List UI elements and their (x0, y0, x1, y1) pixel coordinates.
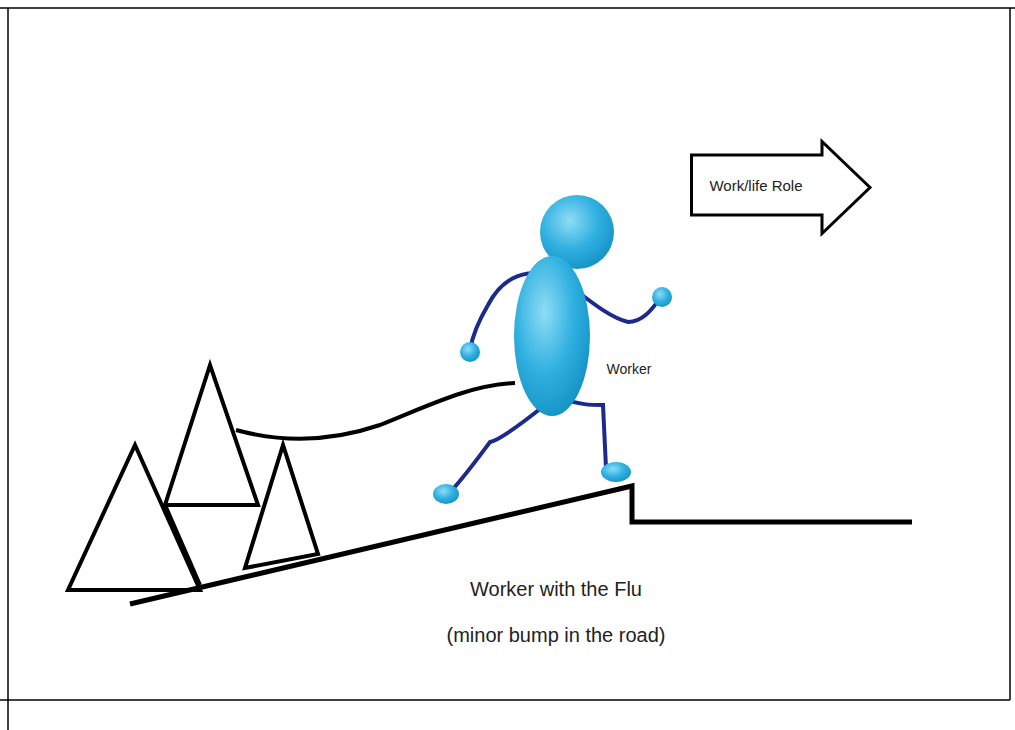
triangle-obstacle (245, 445, 318, 568)
frame-line (0, 699, 1010, 701)
right-arm (578, 292, 660, 322)
right-hand (652, 287, 672, 307)
left-foot (433, 484, 459, 504)
node-text: Work/life Role (690, 155, 822, 215)
node-text: Worker (596, 359, 662, 379)
triangle-obstacle (165, 365, 258, 505)
caption-label: (minor bump in the road) (356, 624, 756, 647)
block-arrow: Work/life Role (690, 140, 872, 235)
caption-label: Worker with the Flu (356, 578, 756, 601)
left-leg (452, 405, 545, 490)
body-ellipse (514, 256, 590, 416)
worker-body: Worker (514, 255, 664, 417)
frame-line (7, 8, 9, 730)
road-ramp (130, 486, 912, 604)
right-leg (562, 398, 606, 468)
tether-line (236, 383, 515, 438)
frame-line (1009, 8, 1011, 700)
frame-line (0, 7, 1015, 9)
worker-body-outline (514, 255, 664, 417)
left-hand (460, 342, 480, 362)
triangle-edge (165, 505, 200, 585)
right-foot (601, 462, 631, 482)
